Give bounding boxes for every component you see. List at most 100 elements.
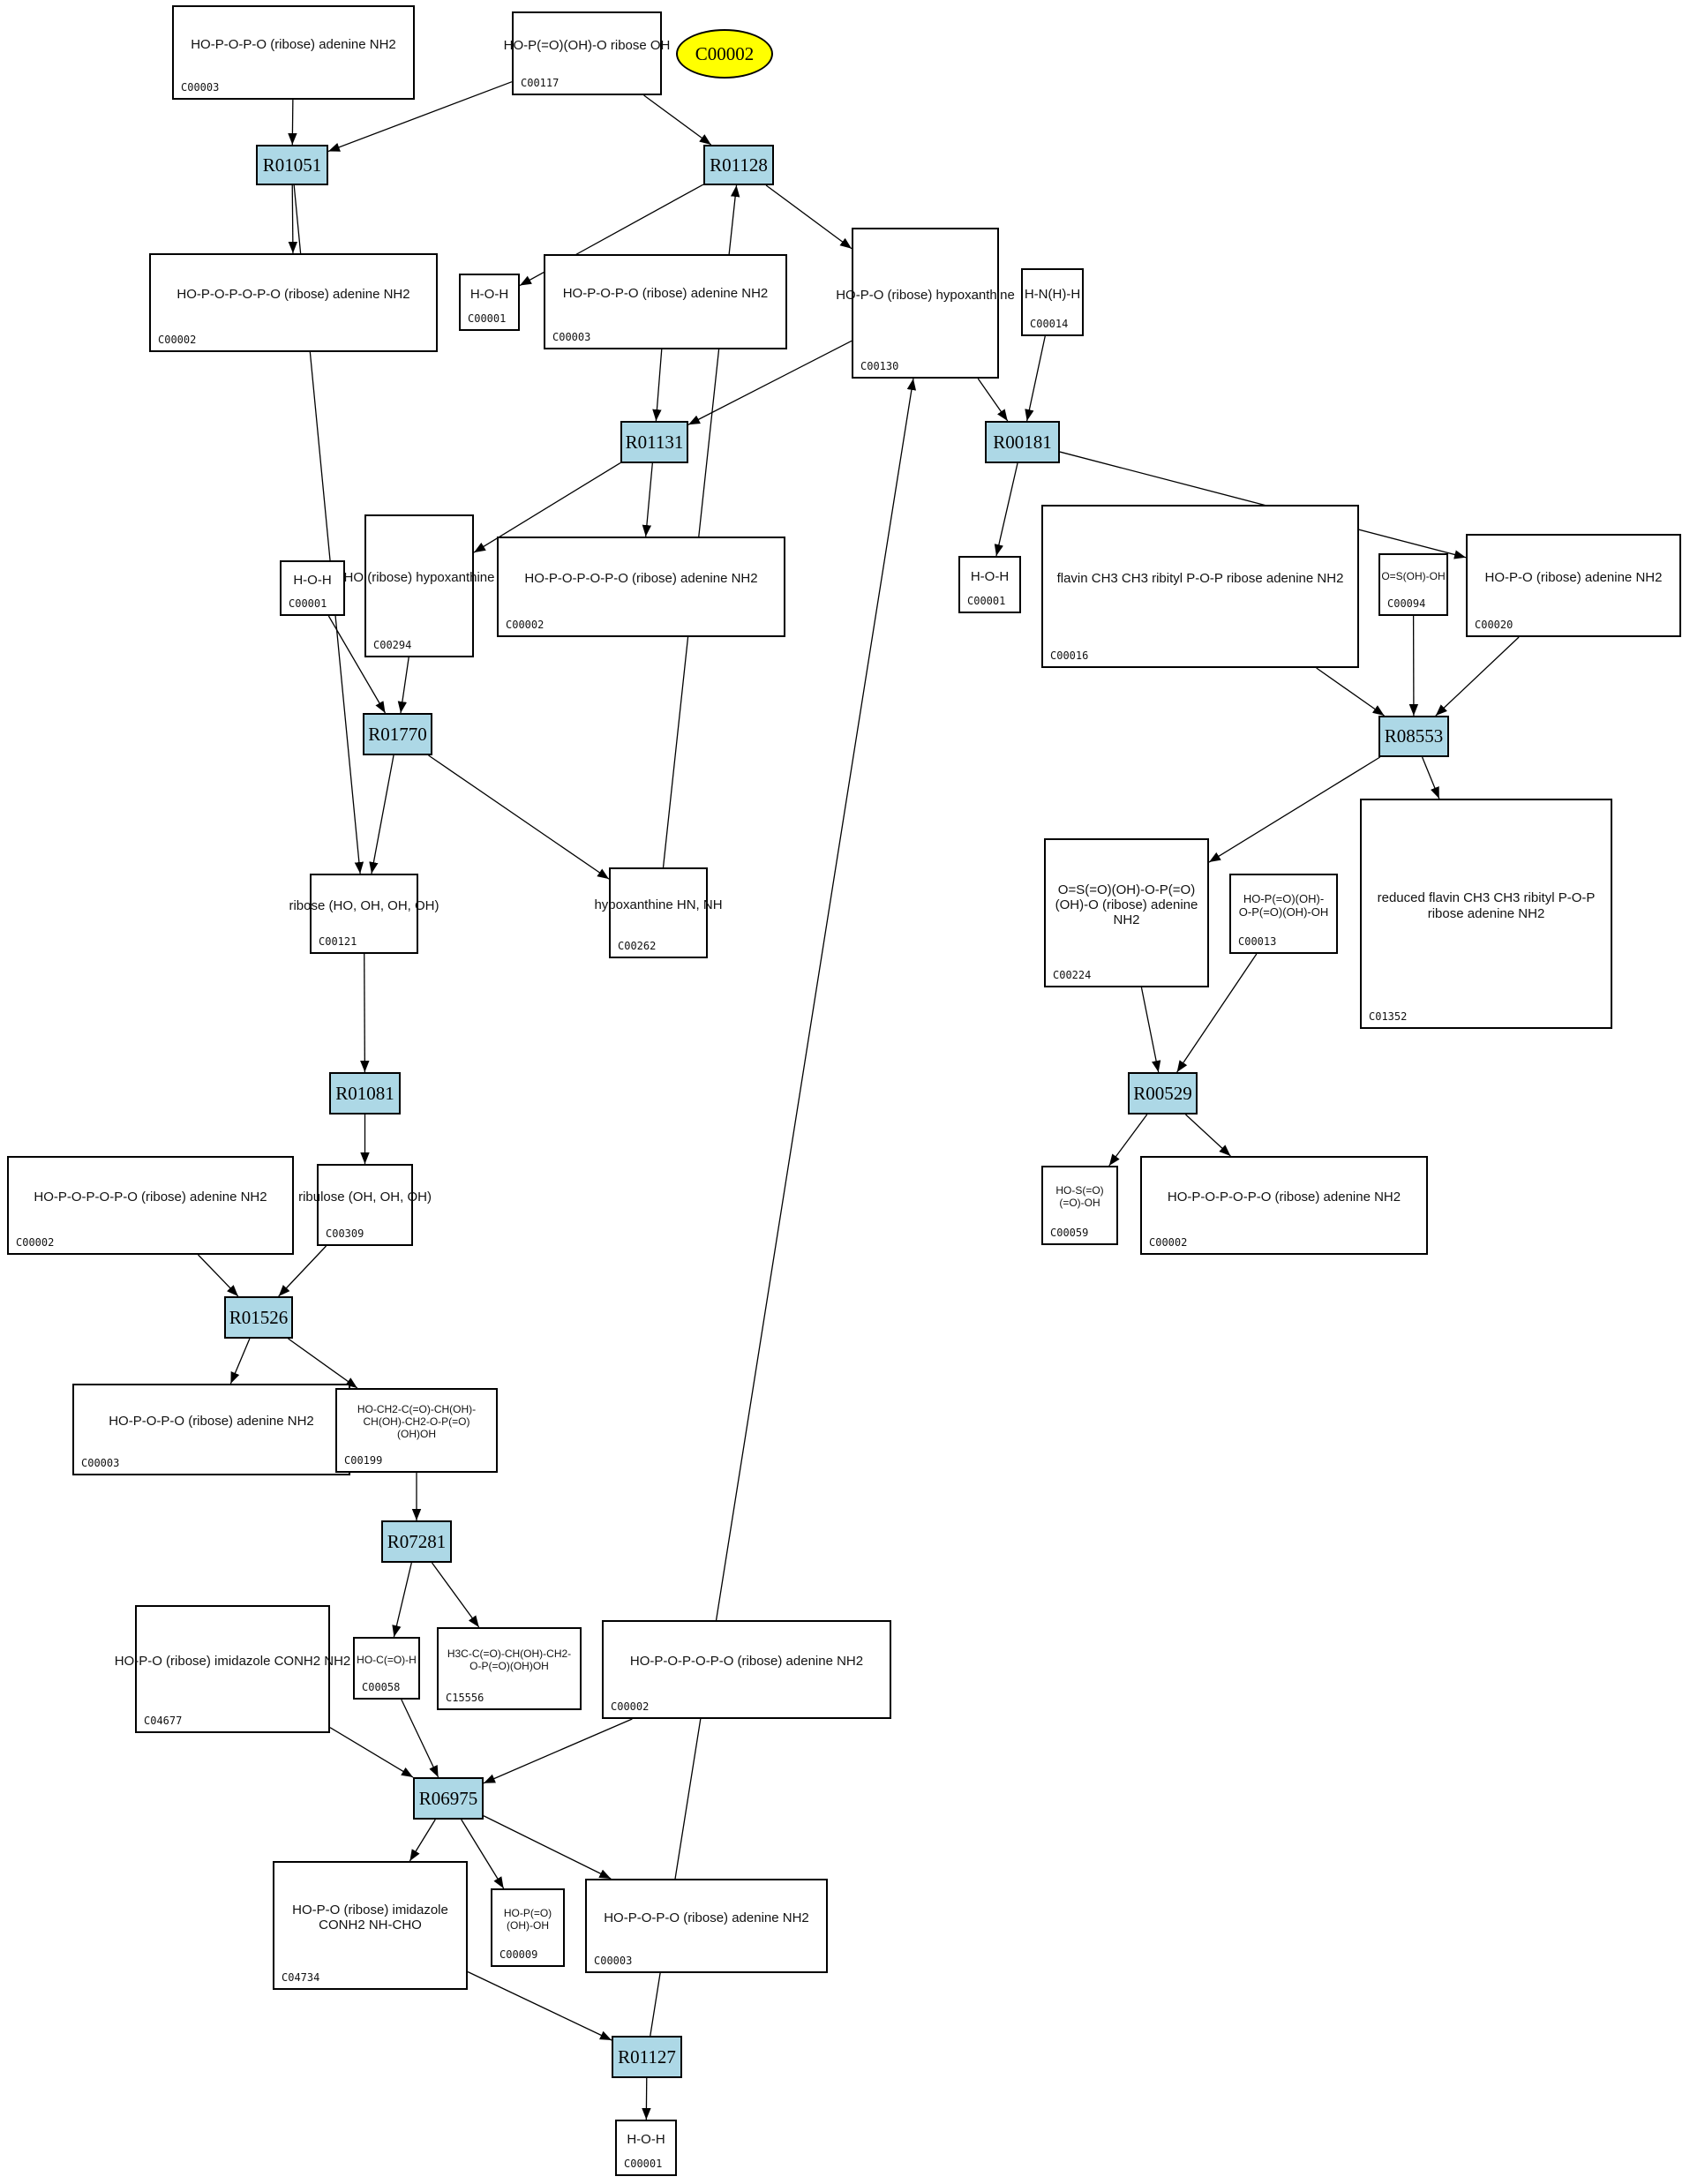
compound-id: C00002 [611, 1700, 650, 1713]
compound-id: C00058 [362, 1681, 401, 1693]
edge-arrow-c5-r3 [652, 349, 663, 422]
structure-image: HO-P-O-P-O-P-O (ribose) adenine NH2 [34, 1190, 267, 1205]
edge-arrow-r12-c33 [1185, 1114, 1231, 1157]
compound-node[interactable]: O=S(=O)(OH)-O-P(=O)(OH)-O (ribose) adeni… [1044, 838, 1209, 987]
compound-id: C00016 [1050, 649, 1089, 662]
structure-image: HO-P-O-P-O (ribose) adenine NH2 [109, 1414, 314, 1430]
structure-image: HO-P-O-P-O-P-O (ribose) adenine NH2 [524, 571, 758, 587]
edge-arrow-c1-r1 [288, 99, 297, 146]
compound-id: C00001 [289, 597, 327, 610]
structure-image: HO-P-O-P-O (ribose) adenine NH2 [562, 286, 769, 302]
compound-id: C00002 [1149, 1236, 1188, 1249]
edge-arrow-r4-c28 [1059, 451, 1467, 559]
edge-arrow-r9-c23 [483, 1815, 612, 1880]
compound-id: C01352 [1369, 1010, 1408, 1023]
structure-image: HO-S(=O)(=O)-OH [1055, 1184, 1104, 1209]
compound-id: C00002 [16, 1236, 55, 1249]
reaction-node[interactable]: R01131 [620, 421, 688, 463]
edge-arrow-c17-r9 [329, 1727, 414, 1778]
compound-id: C00003 [181, 81, 220, 94]
compound-node[interactable]: HO-CH2-C(=O)-CH(OH)-CH(OH)-CH2-O-P(=O)(O… [335, 1388, 498, 1473]
compound-node[interactable]: ribulose (OH, OH, OH)C00309 [298, 1164, 432, 1246]
edge-arrow-c14-r7 [278, 1245, 327, 1297]
structure-image: flavin CH3 CH3 ribityl P-O-P ribose aden… [1056, 570, 1344, 586]
edge-arrow-r9-c21 [409, 1819, 436, 1862]
structure-image: O=S(=O)(OH)-O-P(=O)(OH)-O (ribose) adeni… [1055, 882, 1198, 928]
compound-node[interactable]: HO-C(=O)-H C00058 [353, 1637, 420, 1700]
edge-arrow-r5-c11 [369, 754, 394, 874]
compound-id: C04677 [144, 1715, 183, 1727]
reaction-node[interactable]: R01051 [256, 145, 328, 185]
compound-id: C00199 [344, 1454, 383, 1467]
edge-arrow-c30-r12 [1176, 953, 1258, 1073]
edge-arrow-c10-r5 [327, 615, 387, 714]
edge-arrow-r7-c16 [288, 1338, 358, 1389]
reaction-node[interactable]: R00181 [985, 421, 1060, 463]
compound-node[interactable]: reduced flavin CH3 CH3 ribityl P-O-P rib… [1360, 799, 1612, 1029]
reaction-node[interactable]: R01526 [224, 1296, 293, 1339]
edge-arrow-r2-c6 [765, 184, 853, 250]
compound-id: C00013 [1238, 935, 1277, 948]
edge-arrow-c26-r11 [1316, 667, 1385, 717]
structure-image: HO-P-O (ribose) hypoxanthine [836, 287, 1015, 303]
structure-image: HO-C(=O)-H [357, 1653, 417, 1666]
edge-arrow-c13-r7 [198, 1254, 239, 1297]
compound-id: C00003 [81, 1457, 120, 1469]
compound-node[interactable]: ribose (HO, OH, OH, OH)C00121 [289, 874, 439, 954]
compound-id: C15556 [446, 1692, 484, 1704]
reaction-node[interactable]: R08553 [1378, 716, 1449, 757]
edge-arrow-r7-c15 [229, 1338, 251, 1385]
structure-image: ribose (HO, OH, OH, OH) [289, 897, 439, 913]
edge-arrow-r8-c18 [392, 1562, 412, 1638]
edge-arrow-c6-r3 [687, 340, 853, 425]
reaction-node[interactable]: R00529 [1128, 1072, 1198, 1115]
structure-image: HO-P(=O)(OH)-O-P(=O)(OH)-OH [1238, 891, 1329, 919]
structure-image: HO-P-O-P-O-P-O (ribose) adenine NH2 [1167, 1190, 1401, 1205]
compound-node[interactable]: HO-P(=O)(OH)-O-P(=O)(OH)-OH C00013 [1229, 874, 1338, 954]
reaction-node[interactable]: R07281 [381, 1520, 452, 1563]
structure-image: reduced flavin CH3 CH3 ribityl P-O-P rib… [1377, 890, 1596, 921]
reaction-node[interactable]: R06975 [413, 1777, 484, 1820]
edge-arrow-r5-c12 [428, 754, 610, 880]
edge-arrow-r11-c31 [1421, 756, 1440, 799]
edge-arrow-r10-c6 [650, 378, 917, 2037]
compound-id: C00094 [1387, 597, 1426, 610]
compound-id: C00003 [594, 1955, 633, 1967]
compound-id: C00001 [468, 312, 507, 325]
compound-id: C00294 [373, 639, 412, 651]
edge-arrow-c28-r11 [1435, 636, 1520, 717]
compound-id: C00117 [521, 77, 560, 89]
reaction-node[interactable]: R01770 [363, 713, 432, 755]
reaction-node[interactable]: R01081 [329, 1072, 401, 1115]
reaction-node[interactable]: R01128 [703, 145, 774, 185]
compound-id: C00001 [967, 595, 1006, 607]
reaction-node[interactable]: R01127 [612, 2036, 682, 2078]
compound-node[interactable]: flavin CH3 CH3 ribityl P-O-P ribose aden… [1041, 505, 1359, 668]
compound-id: C00224 [1053, 969, 1092, 981]
